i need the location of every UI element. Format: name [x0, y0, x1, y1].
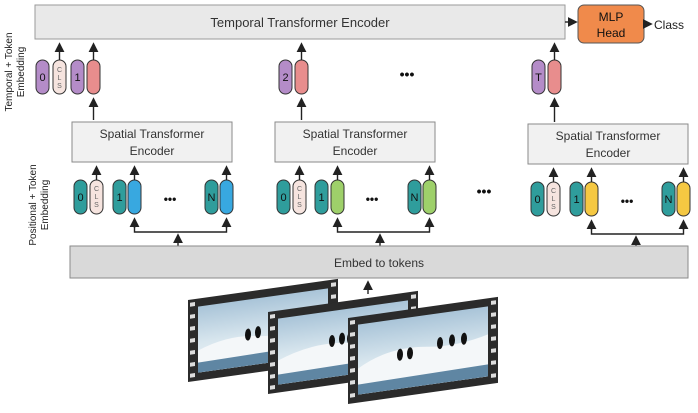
spatial-encoder-3: Spatial Transformer Encoder	[527, 123, 689, 165]
temporal-token-1	[86, 59, 101, 95]
pos-id: 1	[573, 194, 579, 206]
pos-id: 0	[280, 192, 286, 204]
cls-s: S	[551, 204, 556, 211]
temporal-pos-1	[70, 59, 85, 95]
spatial-encoder-2-label: Spatial Transformer	[303, 127, 408, 141]
spatial-encoder-1-label: Spatial Transformer	[100, 127, 205, 141]
spatial-tokens-3: 0 C L S 1 ••• N	[530, 167, 691, 246]
pos-id: 0	[534, 194, 540, 206]
temporal-embedding-label: Temporal + Token	[4, 32, 15, 111]
temporal-pos-t-id: T	[535, 72, 542, 84]
temporal-token-t	[547, 59, 562, 95]
temporal-token-group-0: 0 C L S	[35, 42, 67, 95]
temporal-token-group-2: 2	[278, 42, 309, 120]
token-ellipsis: •••	[621, 194, 634, 208]
cls-c: C	[94, 186, 99, 193]
cls-c: C	[551, 188, 556, 195]
mlp-head-label-2: Head	[597, 26, 626, 40]
temporal-ellipsis: •••	[400, 66, 415, 82]
positional-embedding-label-2: Embedding	[40, 180, 51, 231]
pos-id: N	[411, 192, 419, 204]
embed-to-tokens-label: Embed to tokens	[334, 256, 424, 270]
cls-l: L	[552, 196, 556, 203]
class-output-label: Class	[654, 18, 684, 32]
pos-id: 1	[116, 192, 122, 204]
temporal-pos-1-id: 1	[74, 72, 80, 84]
cls-s: S	[94, 202, 99, 209]
cls-s: S	[57, 83, 62, 90]
temporal-token-2	[294, 59, 309, 95]
cls-l: L	[298, 194, 302, 201]
spatial-encoder-1: Spatial Transformer Encoder	[71, 121, 233, 163]
cls-s: S	[297, 202, 302, 209]
spatial-tokens-2: 0 C L S 1 ••• N	[276, 165, 437, 246]
pos-id: 1	[318, 192, 324, 204]
cls-l: L	[95, 194, 99, 201]
temporal-pos-0	[35, 59, 50, 95]
spatial-encoder-2: Spatial Transformer Encoder	[274, 121, 436, 163]
cls-c: C	[297, 186, 302, 193]
temporal-token-group-t: T	[531, 42, 562, 122]
pos-id: N	[208, 192, 216, 204]
mlp-head-label: MLP	[599, 10, 624, 24]
pos-id: 0	[77, 192, 83, 204]
spatial-encoder-2-label-2: Encoder	[333, 144, 378, 158]
temporal-token-group-1: 1	[70, 42, 101, 120]
temporal-encoder-label: Temporal Transformer Encoder	[210, 15, 390, 30]
token-ellipsis: •••	[366, 192, 379, 206]
temporal-encoder-box	[34, 4, 566, 40]
spatial-tokens-1: 0 C L S 1 ••• N	[73, 165, 234, 246]
temporal-pos-0-id: 0	[39, 72, 45, 84]
pos-id: N	[665, 194, 673, 206]
temporal-pos-2	[278, 59, 293, 95]
positional-embedding-label: Positional + Token	[28, 164, 39, 245]
cls-c: C	[57, 67, 62, 74]
embed-to-tokens-box	[69, 245, 689, 279]
temporal-embedding-label-2: Embedding	[16, 47, 27, 98]
filmstrip-icon	[188, 278, 498, 404]
spatial-ellipsis-between: •••	[477, 183, 492, 199]
spatial-encoder-1-label-2: Encoder	[130, 144, 175, 158]
cls-l: L	[58, 75, 62, 82]
spatial-encoder-3-label-2: Encoder	[586, 146, 631, 160]
temporal-pos-t	[531, 59, 546, 95]
spatial-encoder-3-label: Spatial Transformer	[556, 129, 661, 143]
temporal-pos-2-id: 2	[282, 72, 288, 84]
token-ellipsis: •••	[164, 192, 177, 206]
